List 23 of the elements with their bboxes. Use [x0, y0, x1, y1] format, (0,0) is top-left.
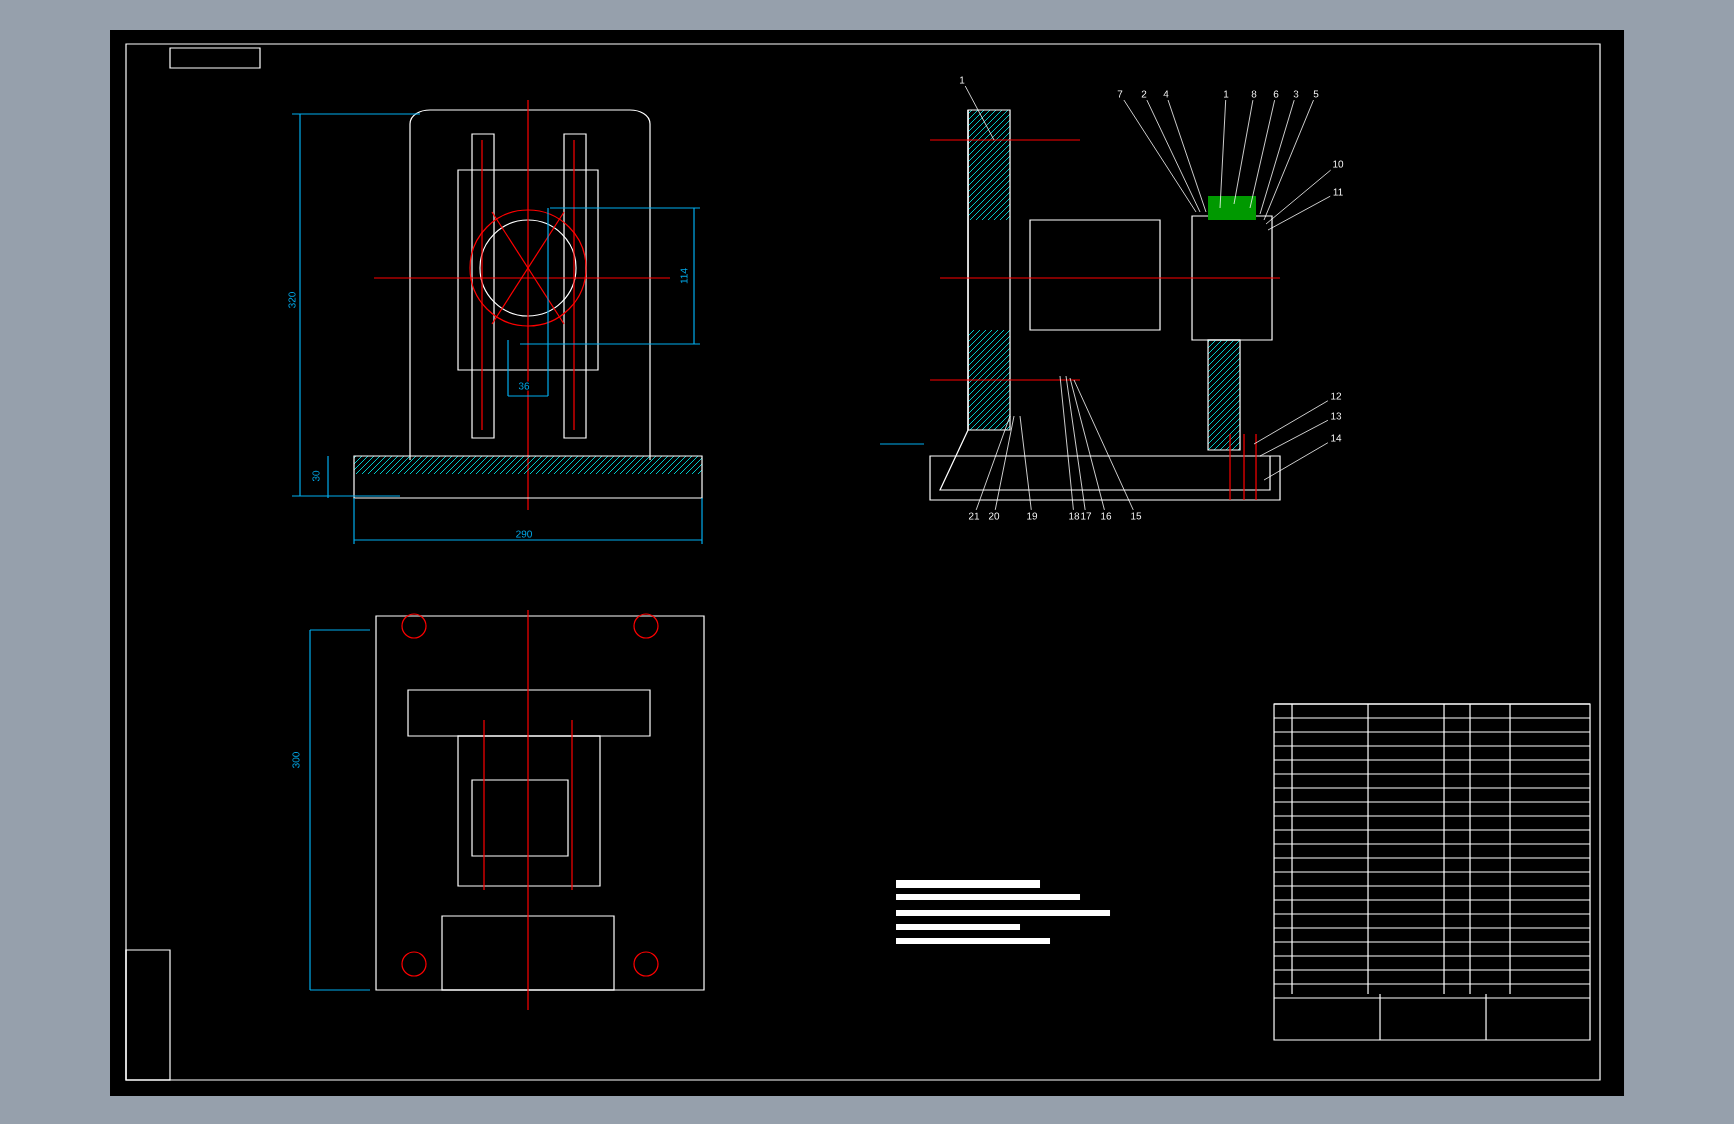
- leader-line: [964, 85, 995, 141]
- leader-line: [1233, 99, 1254, 205]
- leader-line: [975, 415, 1011, 511]
- leader-line: [1249, 99, 1275, 209]
- leader-line: [1059, 375, 1074, 511]
- leader-line: [1167, 99, 1207, 213]
- leader-line: [1263, 442, 1329, 481]
- leader-line: [1267, 195, 1331, 231]
- leader-line: [1265, 169, 1332, 225]
- leader-line: [1259, 99, 1295, 215]
- leader-line: [1069, 377, 1105, 511]
- leader-line: [1065, 375, 1086, 511]
- leader-line: [1219, 99, 1227, 209]
- leader-line: [1019, 415, 1032, 511]
- leader-line: [994, 415, 1015, 511]
- section-view-drawing: [939, 109, 1273, 491]
- leader-line: [1253, 400, 1329, 445]
- leader-line: [1146, 99, 1201, 213]
- leader-line: [1073, 379, 1134, 511]
- leader-line: [1263, 99, 1314, 221]
- section-view-drawing: [879, 139, 1281, 501]
- leader-line: [1259, 419, 1329, 457]
- leader-line: [1123, 99, 1197, 213]
